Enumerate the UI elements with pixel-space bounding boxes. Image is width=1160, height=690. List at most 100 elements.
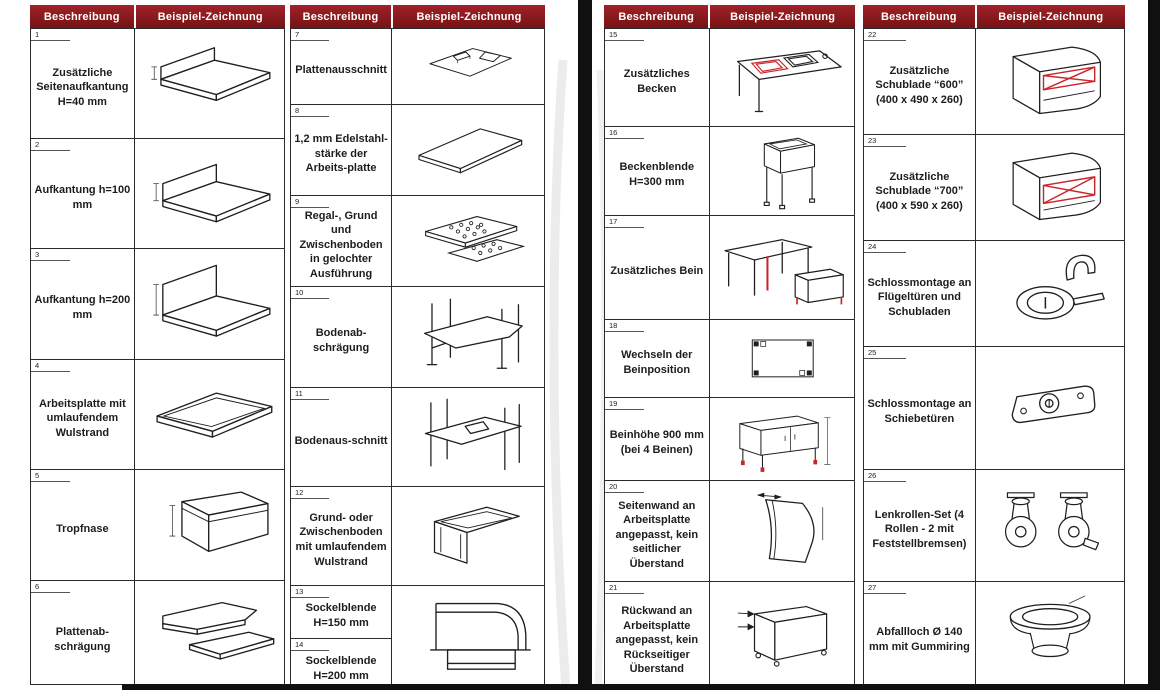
column-header-beschreibung: Beschreibung (604, 5, 709, 28)
bead-worktop-icon (138, 364, 281, 464)
drawing-cell (976, 135, 1124, 240)
row-description: Schlossmontage an Flügeltüren und Schubl… (867, 276, 972, 318)
drawing-cell (392, 388, 544, 486)
row-description: Regal-, Grund und Zwischenboden in geloc… (299, 209, 383, 280)
row-description: Grund- oder Zwischenboden mit umlaufende… (295, 511, 387, 568)
drawing-cell (392, 105, 544, 195)
row-description: Schlossmontage an Schiebetüren (867, 398, 972, 425)
row-number: 8 (291, 106, 330, 117)
lock-hinged-icon (979, 245, 1121, 342)
page-divider (578, 0, 592, 690)
plate-cutout-icon (395, 32, 541, 101)
drawing-cell (135, 581, 284, 685)
lock-sliding-icon (979, 352, 1121, 464)
drawing-cell (392, 196, 544, 286)
page-bottom-edge-left (122, 684, 578, 690)
row-number: 18 (605, 321, 645, 332)
leg-position-icon (712, 323, 851, 394)
row-description: Beckenblende H=300 mm (619, 161, 695, 188)
page-edge-right (1148, 0, 1160, 690)
drawing-cell (392, 487, 544, 585)
drawing-cell (135, 360, 284, 469)
row-description: Bodenaus-schnitt (294, 434, 388, 447)
sink-panel-icon (712, 131, 851, 212)
row-number: 21 (605, 583, 645, 594)
drawing-cell (710, 398, 854, 480)
drawing-cell (710, 481, 854, 581)
drawing-cell (135, 139, 284, 248)
row-description: Wechseln der Beinposition (621, 348, 693, 376)
page-bottom-edge-right (592, 684, 1148, 690)
row-number: 7 (291, 30, 330, 41)
column-header-beispiel-zeichnung: Beispiel-Zeichnung (393, 5, 545, 28)
drawing-cell (135, 470, 284, 580)
row-description: Seitenwand an Arbeitsplatte angepasst, k… (615, 499, 699, 570)
shelf-cutout-icon (395, 392, 541, 482)
row-description: Sockelblende H=150 mm (305, 602, 377, 629)
row-description: Bodenab-schrägung (312, 327, 370, 354)
drawing-cell (710, 216, 854, 319)
shelf-bevel-icon (395, 291, 541, 383)
upstand-100-icon (138, 143, 281, 243)
row-description: Aufkantung h=100 mm (34, 183, 131, 211)
column-header-beispiel-zeichnung: Beispiel-Zeichnung (135, 5, 285, 28)
row-number: 4 (31, 361, 71, 372)
casters-icon (979, 474, 1121, 576)
drawer-600-icon (979, 33, 1121, 130)
drawing-cell (976, 29, 1124, 134)
drawing-cell (392, 287, 544, 387)
row-number: 11 (291, 389, 330, 400)
drawing-cell (392, 586, 544, 685)
row-number: 6 (31, 582, 71, 593)
perforated-shelf-icon (395, 200, 541, 283)
row-description: Rückwand an Arbeitsplatte angepasst, kei… (615, 605, 699, 676)
waste-hole-icon (979, 586, 1121, 685)
row-description: Aufkantung h=200 mm (34, 294, 131, 321)
row-number: 10 (291, 288, 330, 299)
row-number: 17 (605, 217, 645, 228)
drawing-cell (135, 249, 284, 359)
row-number: 24 (864, 242, 907, 253)
row-number: 15 (605, 30, 645, 41)
drawing-cell (976, 582, 1124, 685)
upstand-200-icon (138, 253, 281, 354)
row-description: Plattenab-schrägung (54, 625, 111, 653)
row-description: Tropfnase (56, 522, 109, 535)
column-header-beschreibung: Beschreibung (30, 5, 134, 28)
row-description: Beinhöhe 900 mm (bei 4 Beinen) (609, 429, 704, 456)
